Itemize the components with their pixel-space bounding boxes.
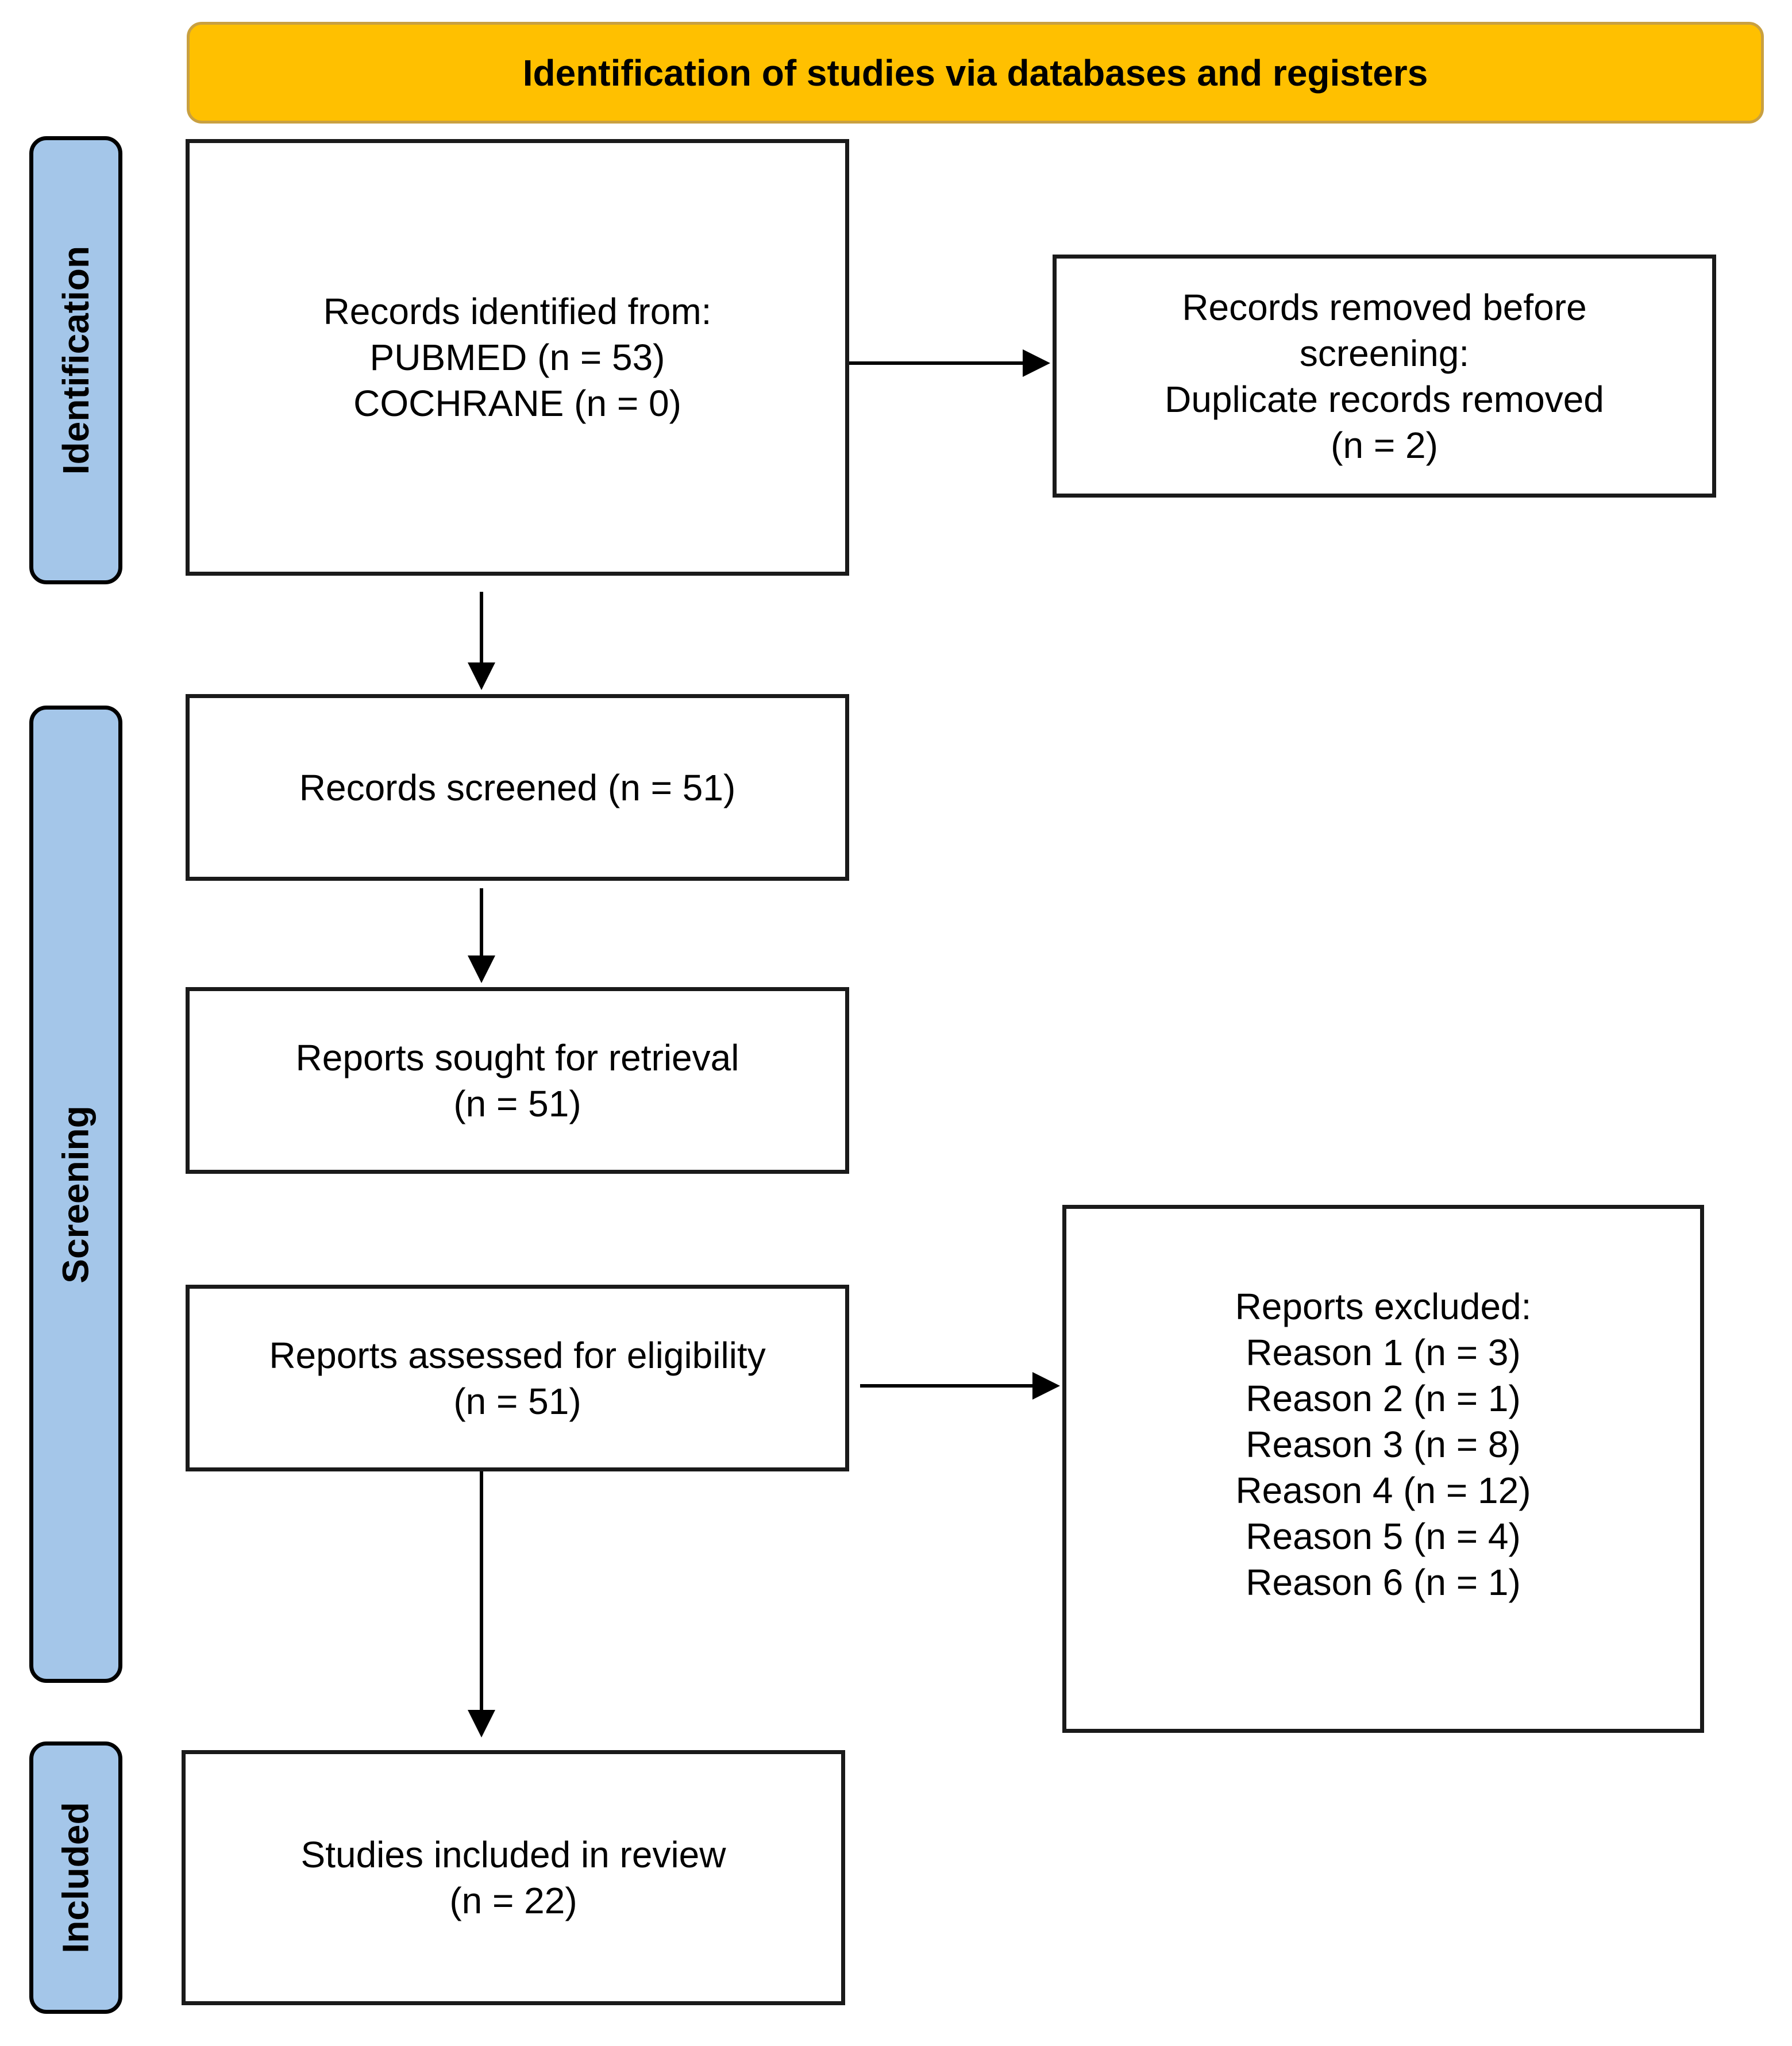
- phase-identification: Identification: [29, 136, 122, 584]
- box-records-screened: Records screened (n = 51): [186, 694, 849, 881]
- records-identified-line-2: PUBMED (n = 53): [369, 337, 665, 378]
- records-screened-line-1: Records screened (n = 51): [299, 766, 736, 808]
- records-identified-line-1: Records identified from:: [323, 291, 712, 332]
- box-reports-assessed: Reports assessed for eligibility (n = 51…: [186, 1285, 849, 1471]
- studies-included-line-2: (n = 22): [449, 1880, 577, 1921]
- reports-excluded-line-2: Reason 1 (n = 3): [1246, 1332, 1521, 1373]
- reports-excluded-line-3: Reason 2 (n = 1): [1246, 1378, 1521, 1419]
- reports-sought-line-2: (n = 51): [453, 1082, 581, 1124]
- records-identified-line-3: COCHRANE (n = 0): [353, 383, 681, 424]
- reports-assessed-line-1: Reports assessed for eligibility: [269, 1334, 766, 1376]
- phase-included: Included: [29, 1741, 122, 2014]
- reports-excluded-line-4: Reason 3 (n = 8): [1246, 1424, 1521, 1465]
- box-records-identified: Records identified from: PUBMED (n = 53)…: [186, 139, 849, 576]
- reports-excluded-line-6: Reason 5 (n = 4): [1246, 1516, 1521, 1557]
- studies-included-line-1: Studies included in review: [300, 1834, 726, 1875]
- header-title: Identification of studies via databases …: [522, 52, 1428, 94]
- records-removed-line-3: Duplicate records removed: [1165, 378, 1604, 420]
- phase-screening: Screening: [29, 706, 122, 1683]
- reports-excluded-line-1: Reports excluded:: [1235, 1286, 1532, 1327]
- box-reports-sought: Reports sought for retrieval (n = 51): [186, 987, 849, 1174]
- reports-excluded-line-5: Reason 4 (n = 12): [1235, 1470, 1531, 1511]
- records-removed-line-2: screening:: [1299, 332, 1470, 374]
- box-reports-excluded: Reports excluded: Reason 1 (n = 3) Reaso…: [1062, 1205, 1704, 1733]
- records-removed-line-1: Records removed before: [1182, 286, 1587, 328]
- reports-excluded-line-7: Reason 6 (n = 1): [1246, 1562, 1521, 1603]
- box-records-removed: Records removed before screening: Duplic…: [1053, 255, 1716, 498]
- reports-assessed-line-2: (n = 51): [453, 1380, 581, 1422]
- records-removed-line-4: (n = 2): [1331, 424, 1438, 466]
- box-studies-included: Studies included in review (n = 22): [182, 1750, 845, 2005]
- header-banner: Identification of studies via databases …: [187, 22, 1764, 124]
- reports-sought-line-1: Reports sought for retrieval: [295, 1037, 739, 1078]
